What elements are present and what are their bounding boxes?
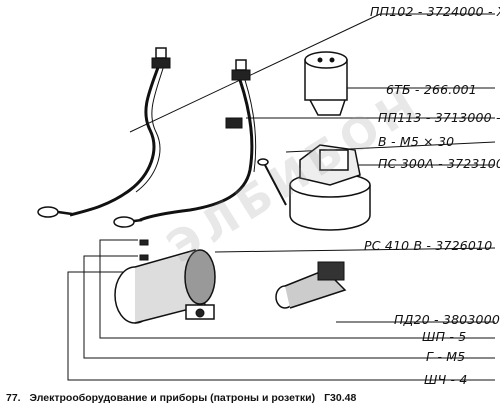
label-shch4: ШЧ - 4 xyxy=(424,372,468,387)
leader-gm5 xyxy=(83,255,495,359)
leader-rs410 xyxy=(214,247,496,253)
harness-pp102 xyxy=(37,47,171,218)
leader-shp5 xyxy=(99,239,495,339)
label-rs410: РС 410 В - 3726010 xyxy=(364,238,493,253)
socket-6tb xyxy=(304,51,348,116)
socket-ps300 xyxy=(289,144,371,231)
label-shp5: ШП - 5 xyxy=(422,329,467,344)
leader-pp102 xyxy=(129,13,381,133)
relay-rs410 xyxy=(114,239,216,324)
label-pp113: ПП113 - 3713000 - Л xyxy=(378,110,500,125)
leader-shch4 xyxy=(67,271,495,381)
label-gm5: Г - М5 xyxy=(426,349,466,364)
label-vm5: В - М5 × 30 xyxy=(378,134,455,149)
caption-code: Г30.48 xyxy=(324,392,357,404)
label-pd20: ПД20 - 3803000 xyxy=(394,312,500,327)
label-ps300: ПС 300А - 3723100 xyxy=(378,156,500,171)
figure-caption: 77. Электрооборудование и приборы (патро… xyxy=(6,392,362,404)
label-pp102: ПП102 - 3724000 - Ж xyxy=(370,4,500,19)
harness-pp113 xyxy=(113,59,257,228)
screw-vm5 xyxy=(257,158,287,206)
caption-number: 77. xyxy=(6,392,21,404)
caption-title: Электрооборудование и приборы (патроны и… xyxy=(29,392,316,404)
lamp-pd20 xyxy=(275,261,347,309)
label-6tb: 6ТБ - 266.001 xyxy=(386,82,477,97)
